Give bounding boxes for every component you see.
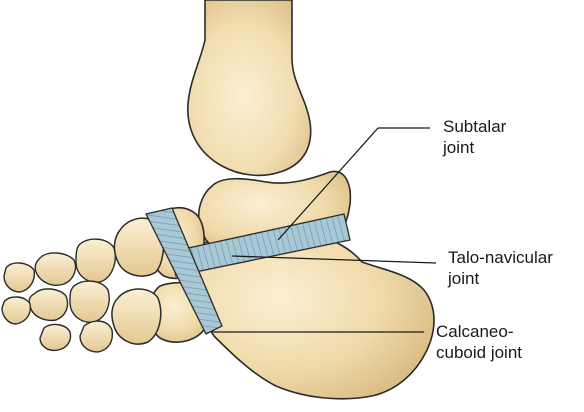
label-subtalar-line1: Subtalar [443,116,506,137]
label-talonavicular-joint: Talo-navicular joint [448,247,553,289]
label-talonavicular-line2: joint [448,268,553,289]
label-calcaneocuboid-line2: cuboid joint [436,342,522,363]
label-subtalar-line2: joint [443,137,506,158]
label-talonavicular-line1: Talo-navicular [448,247,553,268]
toe-bones [2,239,115,352]
metatarsal-base [112,289,161,344]
tibia-bone [188,0,311,175]
label-subtalar-joint: Subtalar joint [443,116,506,158]
label-calcaneocuboid-joint: Calcaneo- cuboid joint [436,321,522,363]
label-calcaneocuboid-line1: Calcaneo- [436,321,522,342]
